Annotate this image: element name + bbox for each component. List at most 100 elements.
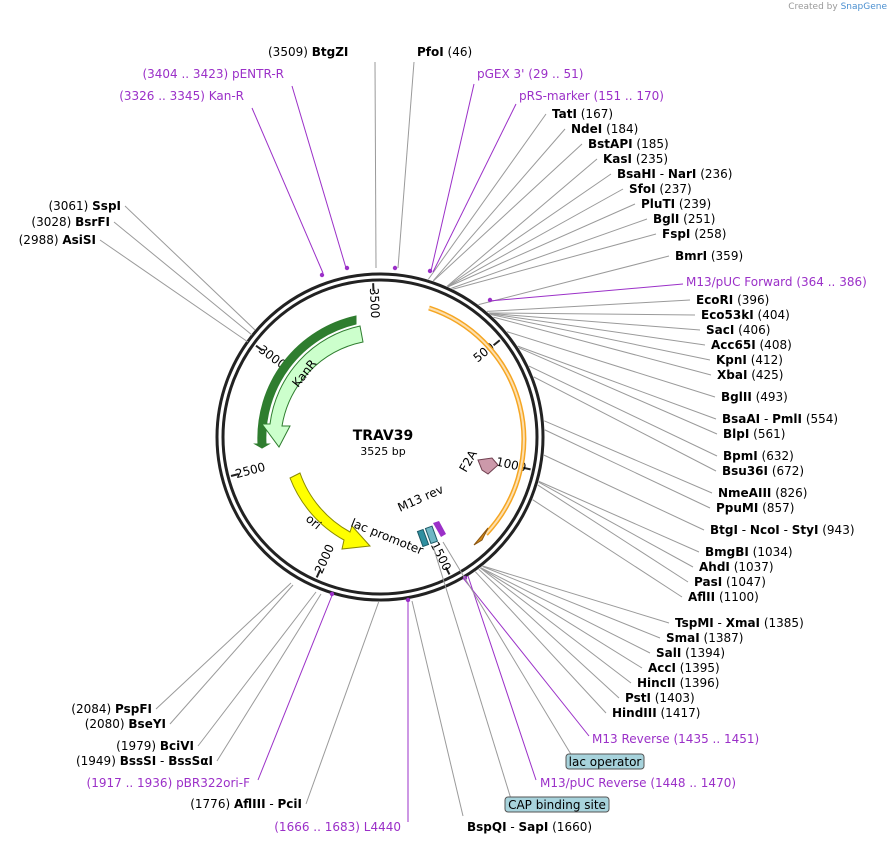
ori-feature xyxy=(289,472,372,550)
restriction-site-label: (2988) AsiSI xyxy=(19,233,96,247)
plasmid-length: 3525 bp xyxy=(360,445,405,458)
enzyme-name: HincII xyxy=(637,676,676,690)
enzyme-separator: - xyxy=(156,754,168,768)
tick-mark xyxy=(230,473,240,477)
site-position: (1979) xyxy=(116,739,160,753)
leader-lines xyxy=(99,61,718,822)
restriction-site-label: PfoI (46) xyxy=(417,45,472,59)
site-leader xyxy=(432,128,566,282)
enzyme-name: PfoI xyxy=(417,45,444,59)
snapgene-credit: Created by SnapGene xyxy=(788,2,887,12)
site-leader xyxy=(538,480,700,553)
primer-range: (29 .. 51) xyxy=(524,67,583,81)
enzyme-name: BssSαI xyxy=(168,754,213,768)
enzyme-name: PpuMI xyxy=(716,501,758,515)
site-position: (185) xyxy=(633,137,669,151)
kanr-arrow xyxy=(253,315,357,449)
site-position: (1949) xyxy=(76,754,120,768)
site-position: (184) xyxy=(602,122,638,136)
site-position: (167) xyxy=(577,107,613,121)
restriction-site-label: AflII (1100) xyxy=(688,590,759,604)
restriction-site-label: BstAPI (185) xyxy=(588,137,669,151)
site-position: (237) xyxy=(656,182,692,196)
enzyme-name: BpmI xyxy=(723,449,758,463)
primer-leader xyxy=(462,577,590,737)
primer-leader xyxy=(257,592,334,781)
backbone-outer xyxy=(215,272,545,602)
kanr-feature xyxy=(261,325,364,448)
primer-label: (3326 .. 3345) Kan-R xyxy=(119,89,244,103)
tick-label: 3500 xyxy=(367,288,382,319)
primer-label: (1917 .. 1936) pBR322ori-F xyxy=(87,776,251,790)
site-leader xyxy=(447,173,612,287)
tick-mark xyxy=(444,566,451,575)
site-position: (1385) xyxy=(760,616,804,630)
site-leader xyxy=(124,205,256,331)
site-position: (3061) xyxy=(48,199,92,213)
enzyme-name: NarI xyxy=(668,167,697,181)
site-leader xyxy=(113,221,253,336)
feature-box xyxy=(504,796,610,813)
site-leader xyxy=(447,188,624,287)
site-position: (258) xyxy=(690,227,726,241)
site-leader xyxy=(447,203,636,288)
restriction-site-label: BtgI - NcoI - StyI (943) xyxy=(710,523,855,537)
site-leader xyxy=(478,255,670,306)
enzyme-name: TspMI xyxy=(675,616,714,630)
enzyme-name: PstI xyxy=(625,691,651,705)
site-leader xyxy=(305,600,380,805)
site-position: (359) xyxy=(707,249,743,263)
enzyme-name: AsiSI xyxy=(62,233,96,247)
restriction-site-label: BpmI (632) xyxy=(723,449,794,463)
restriction-site-label: AhdI (1037) xyxy=(699,560,774,574)
enzyme-name: EcoRI xyxy=(696,293,733,307)
restriction-site-label: Bsu36I (672) xyxy=(722,464,804,478)
site-position: (493) xyxy=(752,390,788,404)
primer-label: (1666 .. 1683) L4440 xyxy=(274,820,401,834)
site-position: (943) xyxy=(818,523,854,537)
site-leader xyxy=(517,345,717,420)
site-leader xyxy=(169,584,294,725)
restriction-site-label: Eco53kI (404) xyxy=(701,308,790,322)
primer-name: pBR322ori-F xyxy=(176,776,250,790)
primer-mark xyxy=(344,265,350,271)
primer-range: (3326 .. 3345) xyxy=(119,89,209,103)
site-leader xyxy=(544,429,711,509)
site-position: (1387) xyxy=(700,631,744,645)
restriction-site-label: SmaI (1387) xyxy=(666,631,743,645)
plasmid-name: TRAV39 xyxy=(353,428,414,444)
primer-leader xyxy=(291,85,347,269)
site-leader xyxy=(433,143,583,282)
enzyme-name: BglI xyxy=(653,212,679,226)
restriction-site-label: BmgBI (1034) xyxy=(705,545,793,559)
enzyme-name: NdeI xyxy=(571,122,602,136)
restriction-site-label: SfoI (237) xyxy=(629,182,692,196)
site-position: (857) xyxy=(758,501,794,515)
enzyme-name: NcoI xyxy=(750,523,780,537)
enzyme-name: PciI xyxy=(278,797,303,811)
primer-range: (1917 .. 1936) xyxy=(87,776,177,790)
restriction-site-label: NmeAIII (826) xyxy=(718,486,807,500)
restriction-site-label: SalI (1394) xyxy=(656,646,725,660)
site-position: (396) xyxy=(733,293,769,307)
site-leader xyxy=(155,582,292,710)
enzyme-separator: - xyxy=(780,523,792,537)
enzyme-name: BmgBI xyxy=(705,545,749,559)
tick-marks xyxy=(230,283,531,578)
site-leader xyxy=(528,365,718,457)
restriction-site-label: FspI (258) xyxy=(662,227,727,241)
site-leader xyxy=(197,591,317,747)
tick-mark xyxy=(522,466,531,471)
tick-label: 2500 xyxy=(234,460,267,481)
primer-leader xyxy=(432,103,517,273)
site-position: (554) xyxy=(802,412,838,426)
site-leader xyxy=(538,481,694,568)
restriction-site-label: (3028) BsrFI xyxy=(31,215,110,229)
enzyme-name: SspI xyxy=(92,199,121,213)
m13-rev-arrow xyxy=(433,521,446,537)
enzyme-separator: - xyxy=(714,616,726,630)
enzyme-name: StyI xyxy=(792,523,819,537)
enzyme-name: SmaI xyxy=(666,631,700,645)
enzyme-name: Eco53kI xyxy=(701,308,754,322)
lac-operator-mark xyxy=(424,525,439,545)
